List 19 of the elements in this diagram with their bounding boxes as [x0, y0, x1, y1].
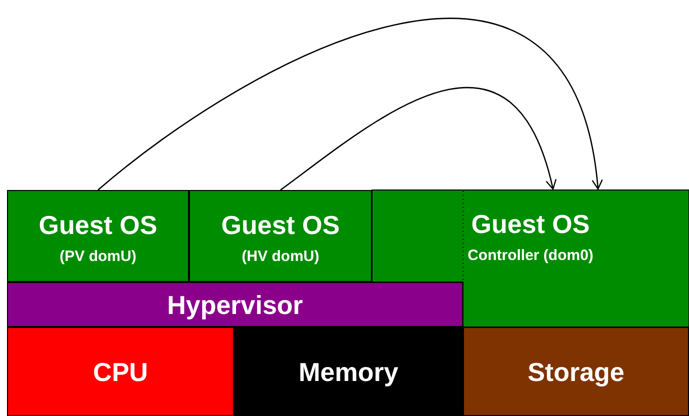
storage-block	[463, 327, 689, 416]
guest-os-block	[189, 190, 372, 282]
guest-os-block	[372, 190, 689, 327]
layer-label: Storage	[526, 356, 626, 388]
curved-arrow	[280, 87, 556, 191]
layer-label: CPU	[92, 356, 149, 388]
layer-title: Guest OS	[470, 209, 591, 241]
memory-block	[234, 327, 463, 416]
layer-subtitle: (HV domU)	[240, 248, 320, 266]
layer-label: Hypervisor	[166, 290, 304, 322]
layer-title: Guest OS	[38, 210, 158, 242]
cpu-block	[7, 327, 234, 416]
layer-subtitle: Controller (dom0)	[466, 247, 594, 266]
guest-os-block	[7, 190, 189, 282]
layer-subtitle: (PV domU)	[58, 248, 138, 266]
curved-arrow	[98, 18, 602, 190]
layer-title: Guest OS	[220, 210, 341, 242]
layer-label: Memory	[298, 356, 400, 388]
hypervisor-layer	[7, 282, 463, 327]
